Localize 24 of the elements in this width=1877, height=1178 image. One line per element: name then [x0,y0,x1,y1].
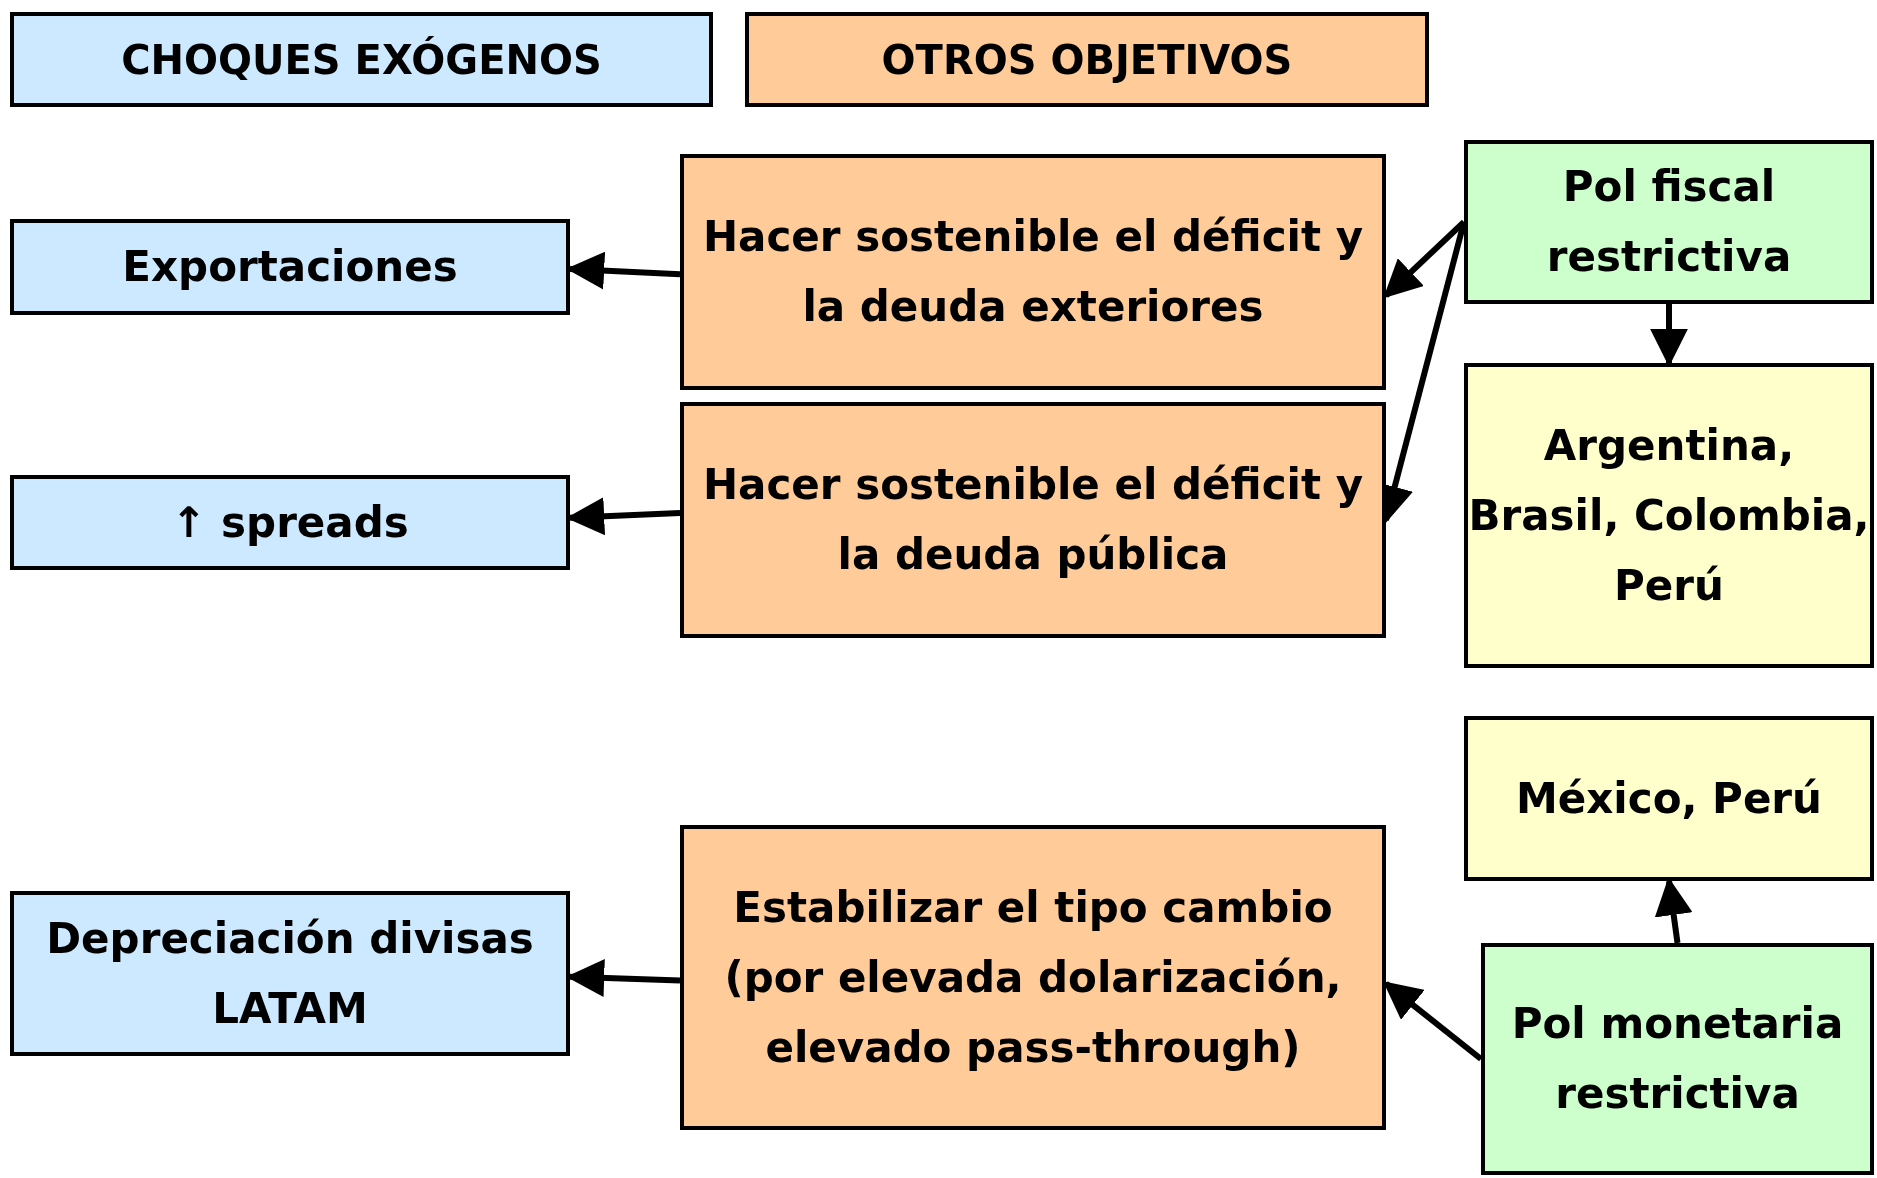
text-box [680,154,1386,390]
box-label: Pol monetaria restrictiva [1510,998,1845,1120]
text-box [1464,716,1874,881]
box-label: Hacer sostenible el déficit y la deuda exteriores [701,211,1364,333]
text-box [10,475,570,570]
box-label: Exportaciones [122,241,458,293]
text-box [1464,140,1874,304]
text-box [745,12,1429,107]
box-label: CHOQUES EXÓGENOS [121,35,602,85]
text-box [680,825,1386,1130]
box-label: México, Perú [1516,772,1822,825]
text-box [1481,943,1874,1175]
text-box [680,402,1386,638]
box-label: ↑ spreads [171,496,409,549]
box-label: Hacer sostenible el déficit y la deuda pública [701,459,1364,581]
box-label: Depreciación divisas LATAM [45,912,535,1035]
box-label: Estabilizar el tipo cambio (por elevada dolarización, elevado pass-through) [723,881,1343,1074]
text-box [1464,363,1874,668]
text-box [10,891,570,1056]
text-box [10,219,570,315]
box-label: OTROS OBJETIVOS [881,35,1293,85]
box-label: Pol fiscal restrictiva [1545,161,1793,283]
box-label: Argentina, Brasil, Colombia, Perú [1468,419,1870,612]
text-box [10,12,713,107]
